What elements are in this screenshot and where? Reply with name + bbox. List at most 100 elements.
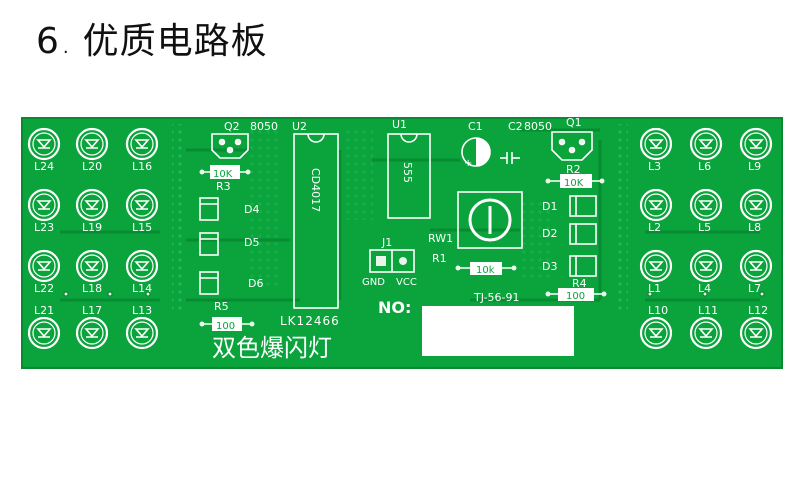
led-label: L24	[34, 160, 54, 173]
model-code: LK12466	[280, 314, 340, 328]
resistor-r5	[199, 317, 255, 331]
led-footprint	[639, 316, 673, 350]
header-j1	[369, 249, 415, 273]
r5-value: 100	[216, 321, 235, 332]
led-footprint	[689, 316, 723, 350]
heading-separator: .	[62, 37, 69, 58]
led-label: L21	[34, 304, 54, 317]
led-label: L2	[648, 221, 661, 234]
led-footprint	[27, 127, 61, 161]
led-label: L9	[748, 160, 761, 173]
c1-label: C1	[468, 120, 483, 133]
ic-u2	[293, 133, 339, 309]
led-label: L20	[82, 160, 102, 173]
d2-label: D2	[542, 227, 557, 240]
board-id: TJ-56-91	[473, 291, 520, 304]
led-label: L19	[82, 221, 102, 234]
led-footprint	[75, 188, 109, 222]
led-footprint	[739, 127, 773, 161]
led-footprint	[125, 249, 159, 283]
led-footprint	[739, 188, 773, 222]
r1-label: R1	[432, 252, 447, 265]
resistor-r1	[455, 262, 517, 275]
r4-label: R4	[572, 277, 587, 290]
pcb-board	[22, 118, 782, 368]
led-label: L22	[34, 282, 54, 295]
d1-label: D1	[542, 200, 557, 213]
no-label: NO:	[378, 298, 411, 317]
svg-text:+: +	[464, 158, 472, 169]
resistor-r4	[545, 288, 607, 301]
vcc-label: VCC	[396, 277, 417, 288]
potentiometer-rw1	[457, 191, 523, 249]
led-footprint	[125, 316, 159, 350]
heading-title: 优质电路板	[82, 21, 268, 62]
led-label: L18	[82, 282, 102, 295]
led-footprint	[639, 188, 673, 222]
r3-value: 10K	[213, 169, 233, 180]
led-label: L1	[648, 282, 661, 295]
led-label: L3	[648, 160, 661, 173]
ic-cd4017-label: CD4017	[309, 168, 322, 212]
led-label: L16	[132, 160, 152, 173]
led-label: L7	[748, 282, 761, 295]
led-label: L5	[698, 221, 711, 234]
transistor-q2	[211, 133, 249, 159]
diode-d2	[569, 223, 597, 245]
led-label: L8	[748, 221, 761, 234]
led-footprint	[125, 127, 159, 161]
led-label: L23	[34, 221, 54, 234]
diode-d1	[569, 195, 597, 217]
led-label: L14	[132, 282, 152, 295]
u1-label: U1	[392, 118, 407, 131]
d5-label: D5	[244, 236, 259, 249]
r4-value: 100	[566, 291, 585, 302]
led-label: L4	[698, 282, 711, 295]
led-footprint	[125, 188, 159, 222]
q2-label: Q2	[224, 120, 240, 133]
serial-label-box	[422, 306, 574, 356]
r5-label: R5	[214, 300, 229, 313]
led-label: L17	[82, 304, 102, 317]
product-name: 双色爆闪灯	[212, 334, 332, 362]
led-label: L13	[132, 304, 152, 317]
diode-d3	[569, 255, 597, 277]
d6-label: D6	[248, 277, 263, 290]
led-footprint	[639, 249, 673, 283]
transistor-q1	[551, 131, 593, 161]
led-footprint	[739, 249, 773, 283]
r3-label: R3	[216, 180, 231, 193]
led-footprint	[689, 249, 723, 283]
led-footprint	[75, 316, 109, 350]
q1-label: Q1	[566, 116, 582, 129]
led-label: L6	[698, 160, 711, 173]
led-footprint	[739, 316, 773, 350]
q2-part: 8050	[250, 120, 278, 133]
capacitor-c1: +	[461, 137, 491, 169]
j1-label: J1	[381, 236, 392, 249]
r1-value: 10k	[476, 265, 495, 276]
c2-part: 8050	[524, 120, 552, 133]
r2-label: R2	[566, 163, 581, 176]
resistor-r3	[199, 165, 251, 179]
diode-d6	[199, 271, 219, 295]
page-heading: 6 . 优质电路板	[36, 12, 268, 62]
led-footprint	[75, 127, 109, 161]
resistor-r2	[545, 174, 605, 188]
diode-d5	[199, 232, 219, 256]
gnd-label: GND	[362, 277, 385, 288]
heading-number: 6	[36, 21, 59, 62]
diode-d4	[199, 197, 219, 221]
led-footprint	[75, 249, 109, 283]
led-footprint	[27, 316, 61, 350]
rw1-label: RW1	[428, 232, 453, 245]
led-label: L12	[748, 304, 768, 317]
u2-label: U2	[292, 120, 307, 133]
led-footprint	[689, 188, 723, 222]
ic-555-label: 555	[401, 162, 414, 183]
c2-label: C2	[508, 120, 523, 133]
led-label: L10	[648, 304, 668, 317]
